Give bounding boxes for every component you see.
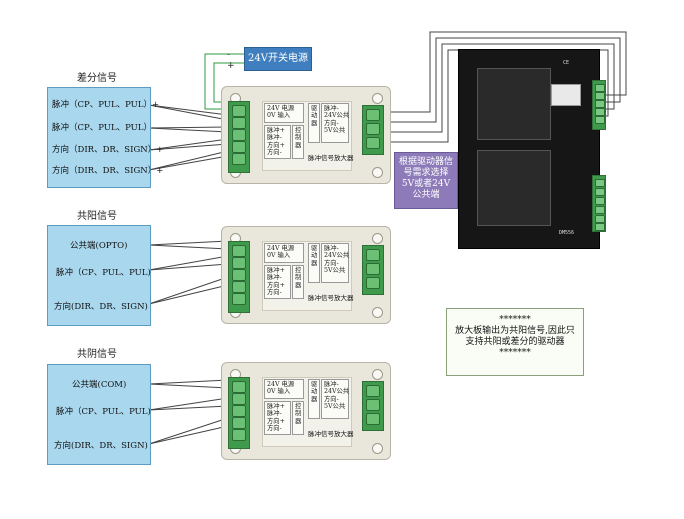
signal-wire <box>148 126 229 129</box>
input-terminal-block <box>228 241 250 313</box>
driver-model-label <box>551 84 581 106</box>
driver-select-note: 根据驱动器信号需求选择5V或者24V公共端 <box>394 152 458 209</box>
output-label: 脉冲- 24V公共 方向- 5V公共 <box>321 103 349 143</box>
signal-wire <box>148 255 229 271</box>
amplifier-board-1: 24V 电源 0V 输入 脉冲+ 脉冲- 方向+ 方向- 控 制 器 驱 动 器… <box>221 86 391 184</box>
driver-label: 驱 动 器 <box>308 379 320 419</box>
signal-wire <box>148 284 229 305</box>
output-terminal-block <box>362 245 384 295</box>
mount-hole <box>372 93 383 104</box>
section-title-differential: 差分信号 <box>77 73 117 84</box>
driver-signal-terminal <box>592 80 606 130</box>
signal-input-label: 脉冲+ 脉冲- 方向+ 方向- <box>264 401 291 435</box>
board-name: 脉冲信号放大器 <box>308 430 354 438</box>
output-wire <box>380 43 615 133</box>
output-wire <box>380 37 621 123</box>
signal-wire <box>148 425 229 445</box>
driver-label: 驱 动 器 <box>308 243 320 283</box>
mount-hole <box>372 167 383 178</box>
common-cathode-signal-box: 公共端(COM) 脉冲（CP、PUL、PUL) 方向(DIR、DR、SIGN) <box>47 364 151 465</box>
signal-wire <box>148 104 229 116</box>
power-wire-minus <box>204 53 244 110</box>
signal-wire <box>148 417 229 445</box>
subdivision-setting-table <box>477 150 551 226</box>
controller-label: 控 制 器 <box>292 265 304 299</box>
board-name: 脉冲信号放大器 <box>308 294 354 302</box>
controller-label: 控 制 器 <box>292 401 304 435</box>
amplifier-note: ******* 放大板输出为共阳信号,因此只支持共阳或差分的驱动器 ******… <box>446 308 584 376</box>
signal-wire <box>148 143 229 151</box>
current-setting-table <box>477 68 551 140</box>
driver-model-text: DM556 <box>559 230 575 236</box>
section-title-common-anode: 共阳信号 <box>77 211 117 222</box>
signal-input-label: 脉冲+ 脉冲- 方向+ 方向- <box>264 125 291 159</box>
signal-wire <box>148 240 229 246</box>
output-wire <box>380 31 627 113</box>
driver-label: 驱 动 器 <box>308 103 320 143</box>
signal-wire <box>148 397 229 411</box>
signal-dir-plus-2: 方向（DIR、DR、SIGN）+ <box>52 166 164 176</box>
signal-wire <box>148 379 229 385</box>
signal-wire <box>148 405 229 411</box>
signal-pulse-minus: 脉冲（CP、PUL、PUL）- <box>52 123 155 133</box>
signal-direction: 方向(DIR、DR、SIGN) <box>54 302 148 312</box>
controller-label: 控 制 器 <box>292 125 304 159</box>
signal-wire <box>148 150 229 171</box>
power-supply-box: 24V开关电源 <box>244 47 312 71</box>
board-name: 脉冲信号放大器 <box>308 154 354 162</box>
signal-pulse: 脉冲（CP、PUL、PUL) <box>56 268 151 278</box>
output-terminal-block <box>362 105 384 155</box>
mount-hole <box>372 443 383 454</box>
mount-hole <box>372 307 383 318</box>
signal-wire <box>148 104 229 121</box>
power-input-label: 24V 电源 0V 输入 <box>264 103 304 123</box>
signal-wire <box>148 244 229 250</box>
amplifier-board-2: 24V 电源 0V 输入 脉冲+ 脉冲- 方向+ 方向- 控 制 器 驱 动 器… <box>221 226 391 324</box>
output-label: 脉冲- 24V公共 方向- 5V公共 <box>321 243 349 283</box>
signal-wire <box>148 155 229 171</box>
output-label: 脉冲- 24V公共 方向- 5V公共 <box>321 379 349 419</box>
signal-pulse: 脉冲（CP、PUL、PUL) <box>56 407 151 417</box>
common-anode-signal-box: 公共端(OPTO) 脉冲（CP、PUL、PUL) 方向(DIR、DR、SIGN) <box>47 225 151 326</box>
signal-common-com: 公共端(COM) <box>72 380 127 390</box>
amplifier-board-3: 24V 电源 0V 输入 脉冲+ 脉冲- 方向+ 方向- 控 制 器 驱 动 器… <box>221 362 391 460</box>
power-input-label: 24V 电源 0V 输入 <box>264 243 304 263</box>
input-terminal-block <box>228 377 250 449</box>
signal-common-opto: 公共端(OPTO) <box>70 241 128 251</box>
signal-wire <box>148 276 229 305</box>
signal-direction: 方向(DIR、DR、SIGN) <box>54 441 148 451</box>
driver-ce-mark: CE <box>563 60 570 66</box>
driver-motor-terminal <box>592 175 606 232</box>
signal-dir-plus: 方向（DIR、DR、SIGN）+ <box>52 145 164 155</box>
signal-input-label: 脉冲+ 脉冲- 方向+ 方向- <box>264 265 291 299</box>
differential-signal-box: 脉冲（CP、PUL、PUL）+ 脉冲（CP、PUL、PUL）- 方向（DIR、D… <box>47 87 163 188</box>
signal-wire <box>148 263 229 271</box>
input-terminal-block <box>228 101 250 173</box>
mount-hole <box>372 233 383 244</box>
power-minus-label: - <box>227 50 231 60</box>
signal-wire <box>148 138 229 151</box>
output-terminal-block <box>362 381 384 431</box>
signal-wire <box>148 127 229 133</box>
stepper-driver: CE DM556 <box>458 49 606 249</box>
power-plus-label: + <box>227 61 235 71</box>
section-title-common-cathode: 共阴信号 <box>77 349 117 360</box>
power-input-label: 24V 电源 0V 输入 <box>264 379 304 399</box>
signal-wire <box>148 383 229 389</box>
mount-hole <box>372 369 383 380</box>
signal-pulse-plus: 脉冲（CP、PUL、PUL）+ <box>52 100 160 110</box>
